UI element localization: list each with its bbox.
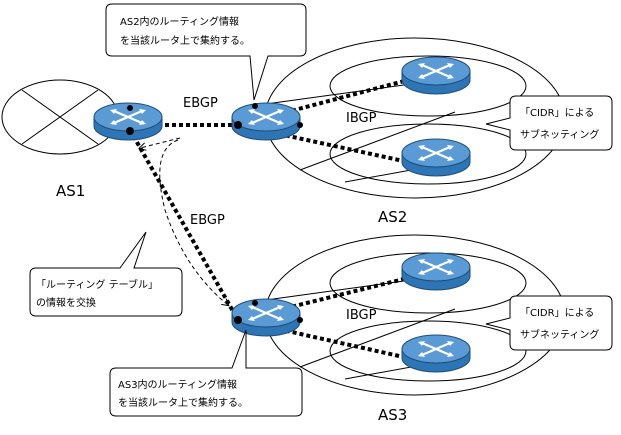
- callout-routing-table-line2: の情報を交換: [36, 296, 96, 309]
- as2-label: AS2: [378, 208, 407, 226]
- router-icon: [400, 55, 472, 96]
- router-icon: [230, 297, 302, 338]
- connection-dots: [126, 103, 303, 324]
- callout-as2-cidr-line1: 「CIDR」による: [520, 107, 594, 119]
- routing-exchange-arrow: [159, 139, 228, 305]
- callout-routing-table-line1: 「ルーティング テーブル」: [36, 278, 158, 291]
- callout-as3-aggregate: AS3内のルーティング情報 を当該ルータ上で集約する。: [109, 329, 303, 417]
- ebgp-label-mid: EBGP: [190, 213, 225, 228]
- router-icon: [400, 137, 472, 178]
- callout-routing-table: 「ルーティング テーブル」 の情報を交換: [29, 231, 183, 317]
- callout-as3-cidr-line2: サブネッティング: [520, 328, 599, 341]
- router-icon: [400, 251, 472, 292]
- callout-as2-aggregate: AS2内のルーティング情報 を当該ルータ上で集約する。: [105, 3, 307, 101]
- routing-exchange-arrow-back: [140, 137, 181, 148]
- as1-label: AS1: [56, 182, 85, 200]
- ibgp-label-as2: IBGP: [346, 111, 377, 126]
- callout-as2-aggregate-line2: を当該ルータ上で集約する。: [120, 34, 250, 47]
- callout-as3-cidr-line1: 「CIDR」による: [520, 307, 594, 319]
- callout-as3-aggregate-line1: AS3内のルーティング情報: [118, 378, 237, 391]
- router-icon: [230, 101, 302, 142]
- callout-as3-aggregate-line2: を当該ルータ上で集約する。: [118, 396, 248, 409]
- callout-as2-aggregate-line1: AS2内のルーティング情報: [120, 15, 239, 28]
- ebgp-link-as1-as3: [128, 129, 240, 321]
- ibgp-label-as3: IBGP: [346, 308, 377, 323]
- callout-as2-cidr-line2: サブネッティング: [520, 128, 599, 141]
- callout-as2-cidr: 「CIDR」による サブネッティング: [485, 95, 613, 151]
- callout-as3-cidr: 「CIDR」による サブネッティング: [485, 295, 613, 351]
- as3-label: AS3: [378, 406, 407, 424]
- ebgp-label-top: EBGP: [183, 96, 218, 111]
- router-icon: [400, 333, 472, 374]
